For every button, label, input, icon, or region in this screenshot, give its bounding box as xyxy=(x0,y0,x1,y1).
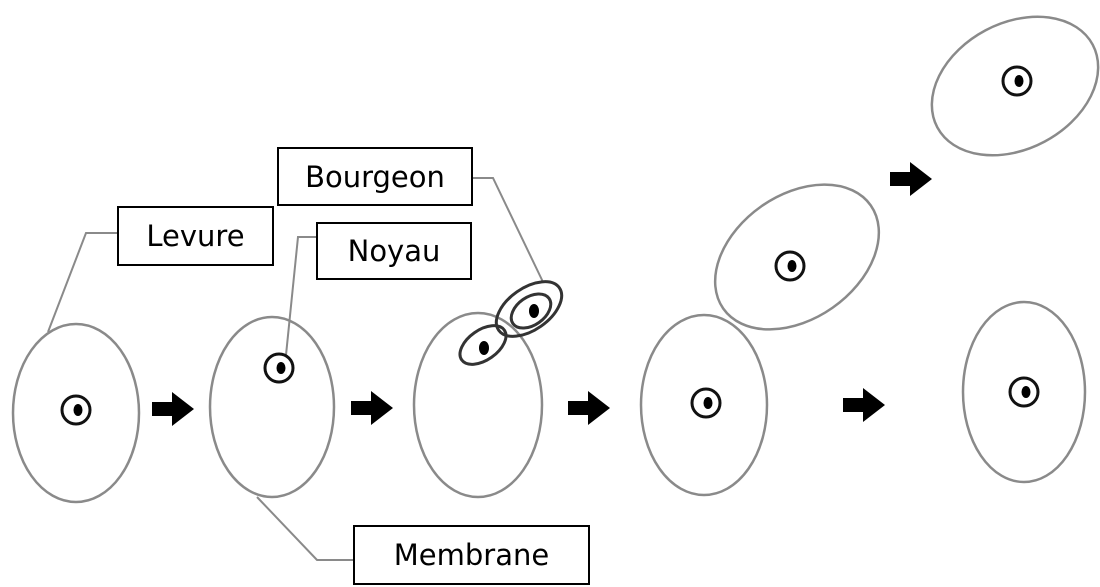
stage-1-yeast-cell xyxy=(11,322,141,504)
right-arrow-icon xyxy=(843,388,885,422)
levure-leader-line xyxy=(47,232,118,333)
cell-membrane xyxy=(208,315,336,499)
label-membrane: Membrane xyxy=(353,525,590,585)
nucleolus-dot xyxy=(703,397,713,409)
bud-inner-membrane xyxy=(509,292,553,330)
label-noyau: Noyau xyxy=(316,222,472,280)
nucleolus-dot xyxy=(73,404,83,416)
nucleolus-dot xyxy=(479,341,489,355)
nucleolus-dot xyxy=(1021,386,1031,398)
stage-4-mother-cell xyxy=(639,313,769,497)
right-arrow-icon xyxy=(351,391,393,425)
membrane-leader-line xyxy=(256,496,354,561)
right-arrow-icon xyxy=(568,391,610,425)
label-levure: Levure xyxy=(117,206,274,266)
cell-membrane xyxy=(930,15,1100,157)
nucleolus-dot xyxy=(1014,75,1024,87)
cell-membrane xyxy=(639,313,769,497)
stage-4-daughter-cell xyxy=(713,183,881,331)
cell-membrane xyxy=(412,311,544,499)
right-arrow-icon xyxy=(152,392,194,426)
bud xyxy=(494,280,564,338)
cell-membrane xyxy=(11,322,141,504)
bud-outer-membrane xyxy=(494,280,564,338)
stage-2-yeast-cell xyxy=(208,315,336,499)
right-arrow-icon xyxy=(890,162,932,196)
nucleolus-dot xyxy=(787,260,797,272)
stage-5-separated-cell-top xyxy=(930,15,1100,157)
dividing-nucleus xyxy=(458,324,508,366)
label-bourgeon: Bourgeon xyxy=(277,147,473,206)
bud-nucleolus-dot xyxy=(529,304,539,318)
cell-membrane xyxy=(713,183,881,331)
bourgeon-leader-line xyxy=(473,177,544,283)
nucleolus-dot xyxy=(276,362,286,374)
noyau-leader-line xyxy=(285,236,317,356)
stage-3-yeast-cell xyxy=(412,280,564,499)
cell-membrane xyxy=(961,300,1087,484)
stage-5-separated-cell-bottom xyxy=(961,300,1087,484)
